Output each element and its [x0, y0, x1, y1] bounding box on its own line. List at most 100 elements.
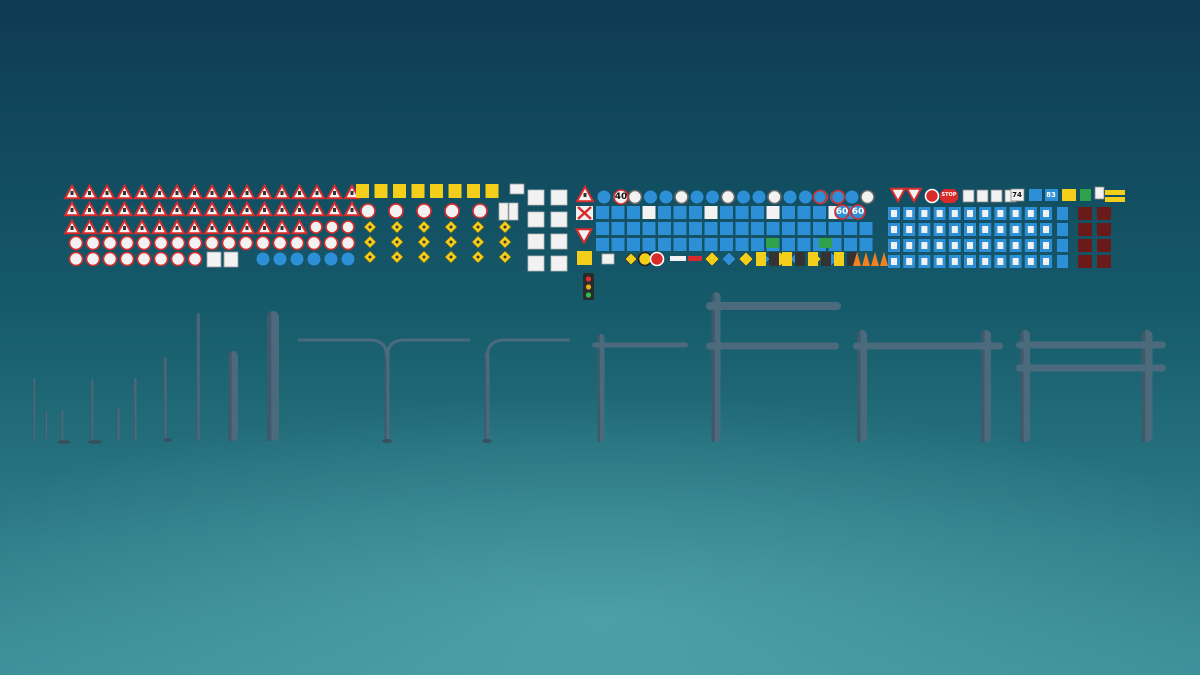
sign-symbol — [105, 226, 109, 230]
information-sign — [642, 206, 656, 219]
yellow-info-sign — [467, 184, 480, 198]
prohibition-sign — [187, 235, 203, 251]
yellow-info-sign — [577, 251, 592, 265]
prohibition-sign — [136, 251, 152, 267]
prohibition-sign — [102, 235, 118, 251]
prohibition-sign — [119, 251, 135, 267]
sign-symbol — [997, 210, 1004, 217]
sign-symbol — [422, 225, 426, 229]
sign-symbol — [476, 225, 480, 229]
motorway-sign — [766, 238, 779, 248]
sign-symbol — [951, 258, 958, 265]
mandatory-sign — [290, 252, 304, 266]
red-info-sign — [1078, 239, 1092, 252]
sign-symbol — [906, 258, 913, 265]
sign-symbol — [936, 210, 943, 217]
mandatory-sign — [752, 190, 766, 204]
priority-road-sign — [624, 252, 638, 266]
information-sign — [642, 222, 656, 235]
sign-symbol — [210, 208, 214, 212]
traffic-light-lamp — [585, 276, 592, 282]
sign-symbol — [175, 226, 179, 230]
pole-base — [482, 439, 492, 443]
sign-symbol — [280, 191, 284, 195]
sign-symbol — [88, 208, 91, 212]
information-sign — [627, 206, 640, 219]
sign-symbol — [333, 208, 336, 212]
direction-panel-sign — [550, 189, 568, 206]
red-info-sign — [1097, 255, 1111, 268]
motorway-sign — [819, 238, 832, 248]
pole-shade — [196, 313, 198, 441]
sign-symbol — [906, 226, 913, 233]
speed-limit-label: 83 — [1046, 191, 1056, 199]
lamp-arm — [385, 338, 470, 359]
information-sign — [596, 238, 609, 251]
information-sign — [704, 222, 718, 235]
information-sign — [720, 206, 733, 219]
information-sign — [658, 206, 671, 219]
sign-symbol — [997, 258, 1004, 265]
speed-limit-label: 40 — [615, 192, 628, 202]
sign-symbol — [228, 191, 231, 195]
pole-base — [88, 440, 102, 444]
mandatory-sign — [273, 252, 287, 266]
prohibition-sign — [340, 235, 356, 251]
prohibition-sign — [388, 203, 404, 219]
pole-shade — [384, 350, 387, 441]
sign-symbol — [1043, 242, 1049, 249]
information-sign — [751, 238, 764, 251]
sign-symbol — [982, 226, 989, 233]
information-sign — [797, 238, 811, 251]
speed-limit-label: 74 — [1012, 191, 1022, 199]
sign-symbol — [449, 255, 453, 259]
yellow-info-sign — [485, 184, 499, 198]
sign-symbol — [333, 191, 336, 195]
direction-panel-sign — [527, 233, 545, 250]
sign-symbol — [158, 208, 161, 212]
information-sign — [797, 206, 811, 219]
prohibition-sign — [341, 220, 355, 234]
signal-board-sign — [808, 252, 818, 266]
pole-shade — [163, 357, 165, 440]
sign-symbol — [88, 191, 91, 195]
direction-panel-sign — [527, 255, 545, 272]
information-sign — [627, 222, 640, 235]
prohibition-sign — [360, 203, 376, 219]
sign-symbol — [350, 191, 354, 195]
prohibition-sign — [306, 235, 322, 251]
sign-symbol — [263, 208, 266, 212]
small-sign — [738, 251, 754, 267]
small-sign — [704, 251, 720, 267]
speed-sign-labels: 40 60 60 74 83 STOP — [615, 191, 1056, 217]
mandatory-sign — [324, 252, 338, 266]
sign-symbol — [891, 242, 897, 249]
information-sign — [782, 222, 795, 235]
sign-symbol — [951, 226, 958, 233]
prohibition-sign — [119, 235, 135, 251]
small-white-sign — [509, 183, 525, 195]
prohibition-sign — [102, 251, 118, 267]
pole-base — [382, 439, 392, 443]
gantry-beam — [706, 342, 839, 350]
information-sign — [596, 222, 609, 235]
parking-sign — [1057, 223, 1068, 236]
information-sign — [751, 222, 764, 235]
yellow-info-sign — [356, 184, 369, 198]
sign-symbol — [350, 208, 354, 212]
chevron-plate-sign — [1105, 190, 1125, 195]
white-plate-sign — [1094, 186, 1105, 200]
sign-symbol — [1043, 210, 1049, 217]
sign-symbol — [298, 226, 301, 230]
sign-symbol — [997, 242, 1004, 249]
information-sign — [735, 222, 749, 235]
information-sign — [658, 222, 671, 235]
red-info-sign — [1078, 207, 1092, 220]
motorway-sign — [1080, 189, 1091, 201]
sign-symbol — [891, 258, 897, 265]
prohibition-sign — [170, 235, 186, 251]
chevron-plate-sign — [688, 256, 702, 261]
sign-symbol — [583, 193, 587, 197]
information-sign — [813, 206, 826, 219]
sign-symbol — [503, 225, 507, 229]
